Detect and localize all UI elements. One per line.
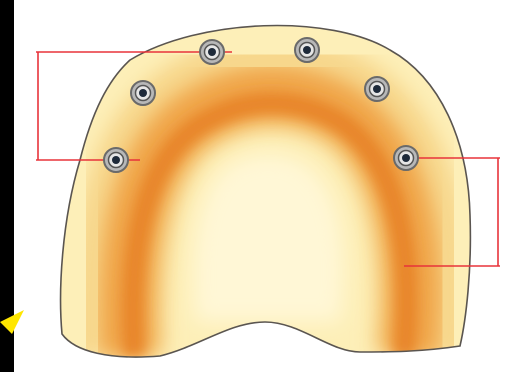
implant-right-anterior <box>294 37 320 63</box>
implant-right-middle <box>364 76 390 102</box>
right-measurement-bracket <box>404 157 500 267</box>
arch-outline <box>59 24 472 358</box>
palate-center <box>193 154 344 322</box>
alveolar-ridge <box>68 34 471 358</box>
implant-right-posterior <box>393 145 419 171</box>
implant-left-posterior <box>103 147 129 173</box>
yellow-arrow-pointer-icon <box>0 310 24 334</box>
implant-left-anterior <box>199 39 225 65</box>
implant-left-middle <box>130 80 156 106</box>
